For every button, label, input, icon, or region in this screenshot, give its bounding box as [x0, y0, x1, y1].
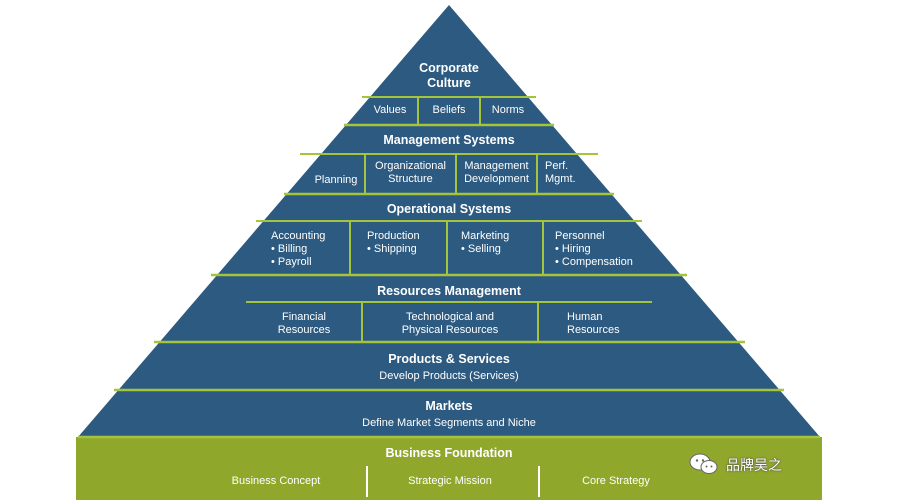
operational-bullet: • Selling: [461, 243, 501, 255]
management-item-planning: Planning: [314, 174, 358, 186]
management-item-line: Perf.: [545, 160, 569, 172]
operational-bullet: • Payroll: [271, 256, 312, 268]
operational-item-production: Production • Shipping: [367, 230, 445, 256]
management-item-line: Organizational: [375, 160, 446, 172]
foundation-item-business-concept: Business Concept: [231, 475, 321, 487]
operational-item-personnel: Personnel • Hiring • Compensation: [555, 230, 655, 269]
resources-item-line: Physical Resources: [401, 324, 499, 336]
corporate-culture-title-line2: Culture: [427, 76, 471, 90]
resources-item-technological-physical: Technological and Physical Resources: [368, 311, 532, 337]
management-item-line: Mgmt.: [545, 173, 576, 185]
operational-item-accounting: Accounting • Billing • Payroll: [271, 230, 349, 269]
resources-item-line: Technological and: [405, 311, 495, 323]
resources-item-line: Financial: [281, 311, 327, 323]
resources-item-line: Resources: [567, 324, 620, 336]
operational-item-title: Production: [367, 230, 420, 242]
operational-systems-title: Operational Systems: [386, 202, 512, 216]
wechat-icon: [689, 453, 718, 474]
foundation-item-strategic-mission: Strategic Mission: [408, 475, 492, 487]
corporate-culture-title: Corporate Culture: [389, 61, 509, 91]
operational-bullet: • Compensation: [555, 256, 633, 268]
products-services-title: Products & Services: [388, 352, 510, 366]
operational-item-title: Accounting: [271, 230, 326, 242]
culture-item-norms: Norms: [491, 104, 525, 116]
culture-item-beliefs: Beliefs: [432, 104, 466, 116]
watermark: 品牌吴之: [688, 452, 888, 476]
management-item-line: Development: [464, 173, 529, 185]
resources-item-financial: Financial Resources: [254, 311, 354, 337]
resources-item-line: Resources: [277, 324, 331, 336]
operational-bullet: • Billing: [271, 243, 308, 255]
foundation-item-core-strategy: Core Strategy: [582, 475, 650, 487]
resources-item-line: Human: [567, 311, 603, 323]
watermark-text: 品牌吴之: [726, 458, 782, 474]
operational-item-marketing: Marketing • Selling: [461, 230, 539, 256]
corporate-culture-title-line1: Corporate: [419, 61, 479, 75]
management-item-line: Structure: [388, 173, 433, 185]
management-item-perf-mgmt: Perf. Mgmt.: [545, 160, 605, 186]
resources-management-title: Resources Management: [377, 284, 521, 298]
culture-item-values: Values: [373, 104, 407, 116]
management-systems-title: Management Systems: [383, 133, 515, 147]
management-item-organizational-structure: Organizational Structure: [365, 160, 456, 186]
management-item-line: Management: [464, 160, 529, 172]
management-item-management-development: Management Development: [456, 160, 537, 186]
operational-item-title: Personnel: [555, 230, 605, 242]
operational-bullet: • Hiring: [555, 243, 591, 255]
resources-item-human: Human Resources: [567, 311, 647, 337]
products-services-subtitle: Develop Products (Services): [379, 370, 519, 382]
business-foundation-title: Business Foundation: [385, 446, 513, 460]
operational-bullet: • Shipping: [367, 243, 417, 255]
operational-item-title: Marketing: [461, 230, 510, 242]
markets-subtitle: Define Market Segments and Niche: [362, 417, 536, 429]
markets-title: Markets: [425, 399, 473, 413]
